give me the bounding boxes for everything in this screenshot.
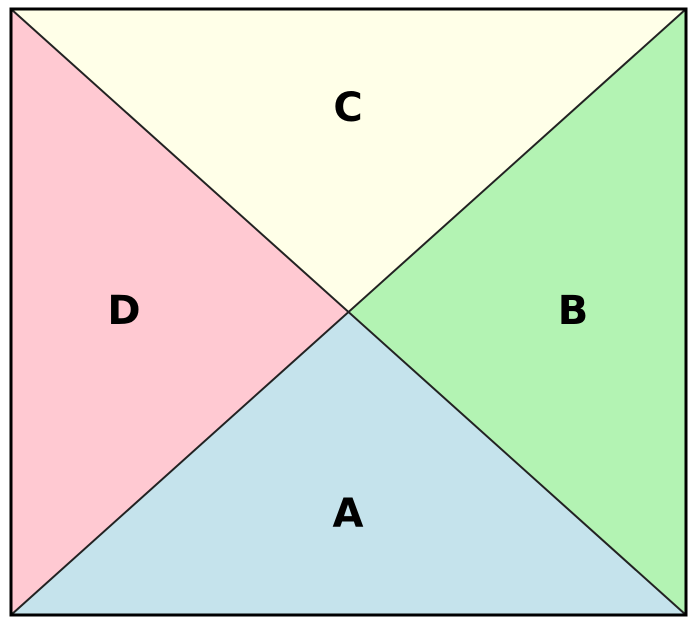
region-b-triangle [348,9,686,615]
outer-border [9,7,688,617]
region-a-triangle [11,312,686,615]
region-d-triangle [11,9,348,615]
region-label-c: C [333,85,362,131]
region-label-b: B [558,288,589,334]
region-label-a: A [333,491,364,537]
region-label-d: D [107,288,140,334]
diagonal-line-2 [10,8,687,616]
region-c-triangle [11,9,686,312]
